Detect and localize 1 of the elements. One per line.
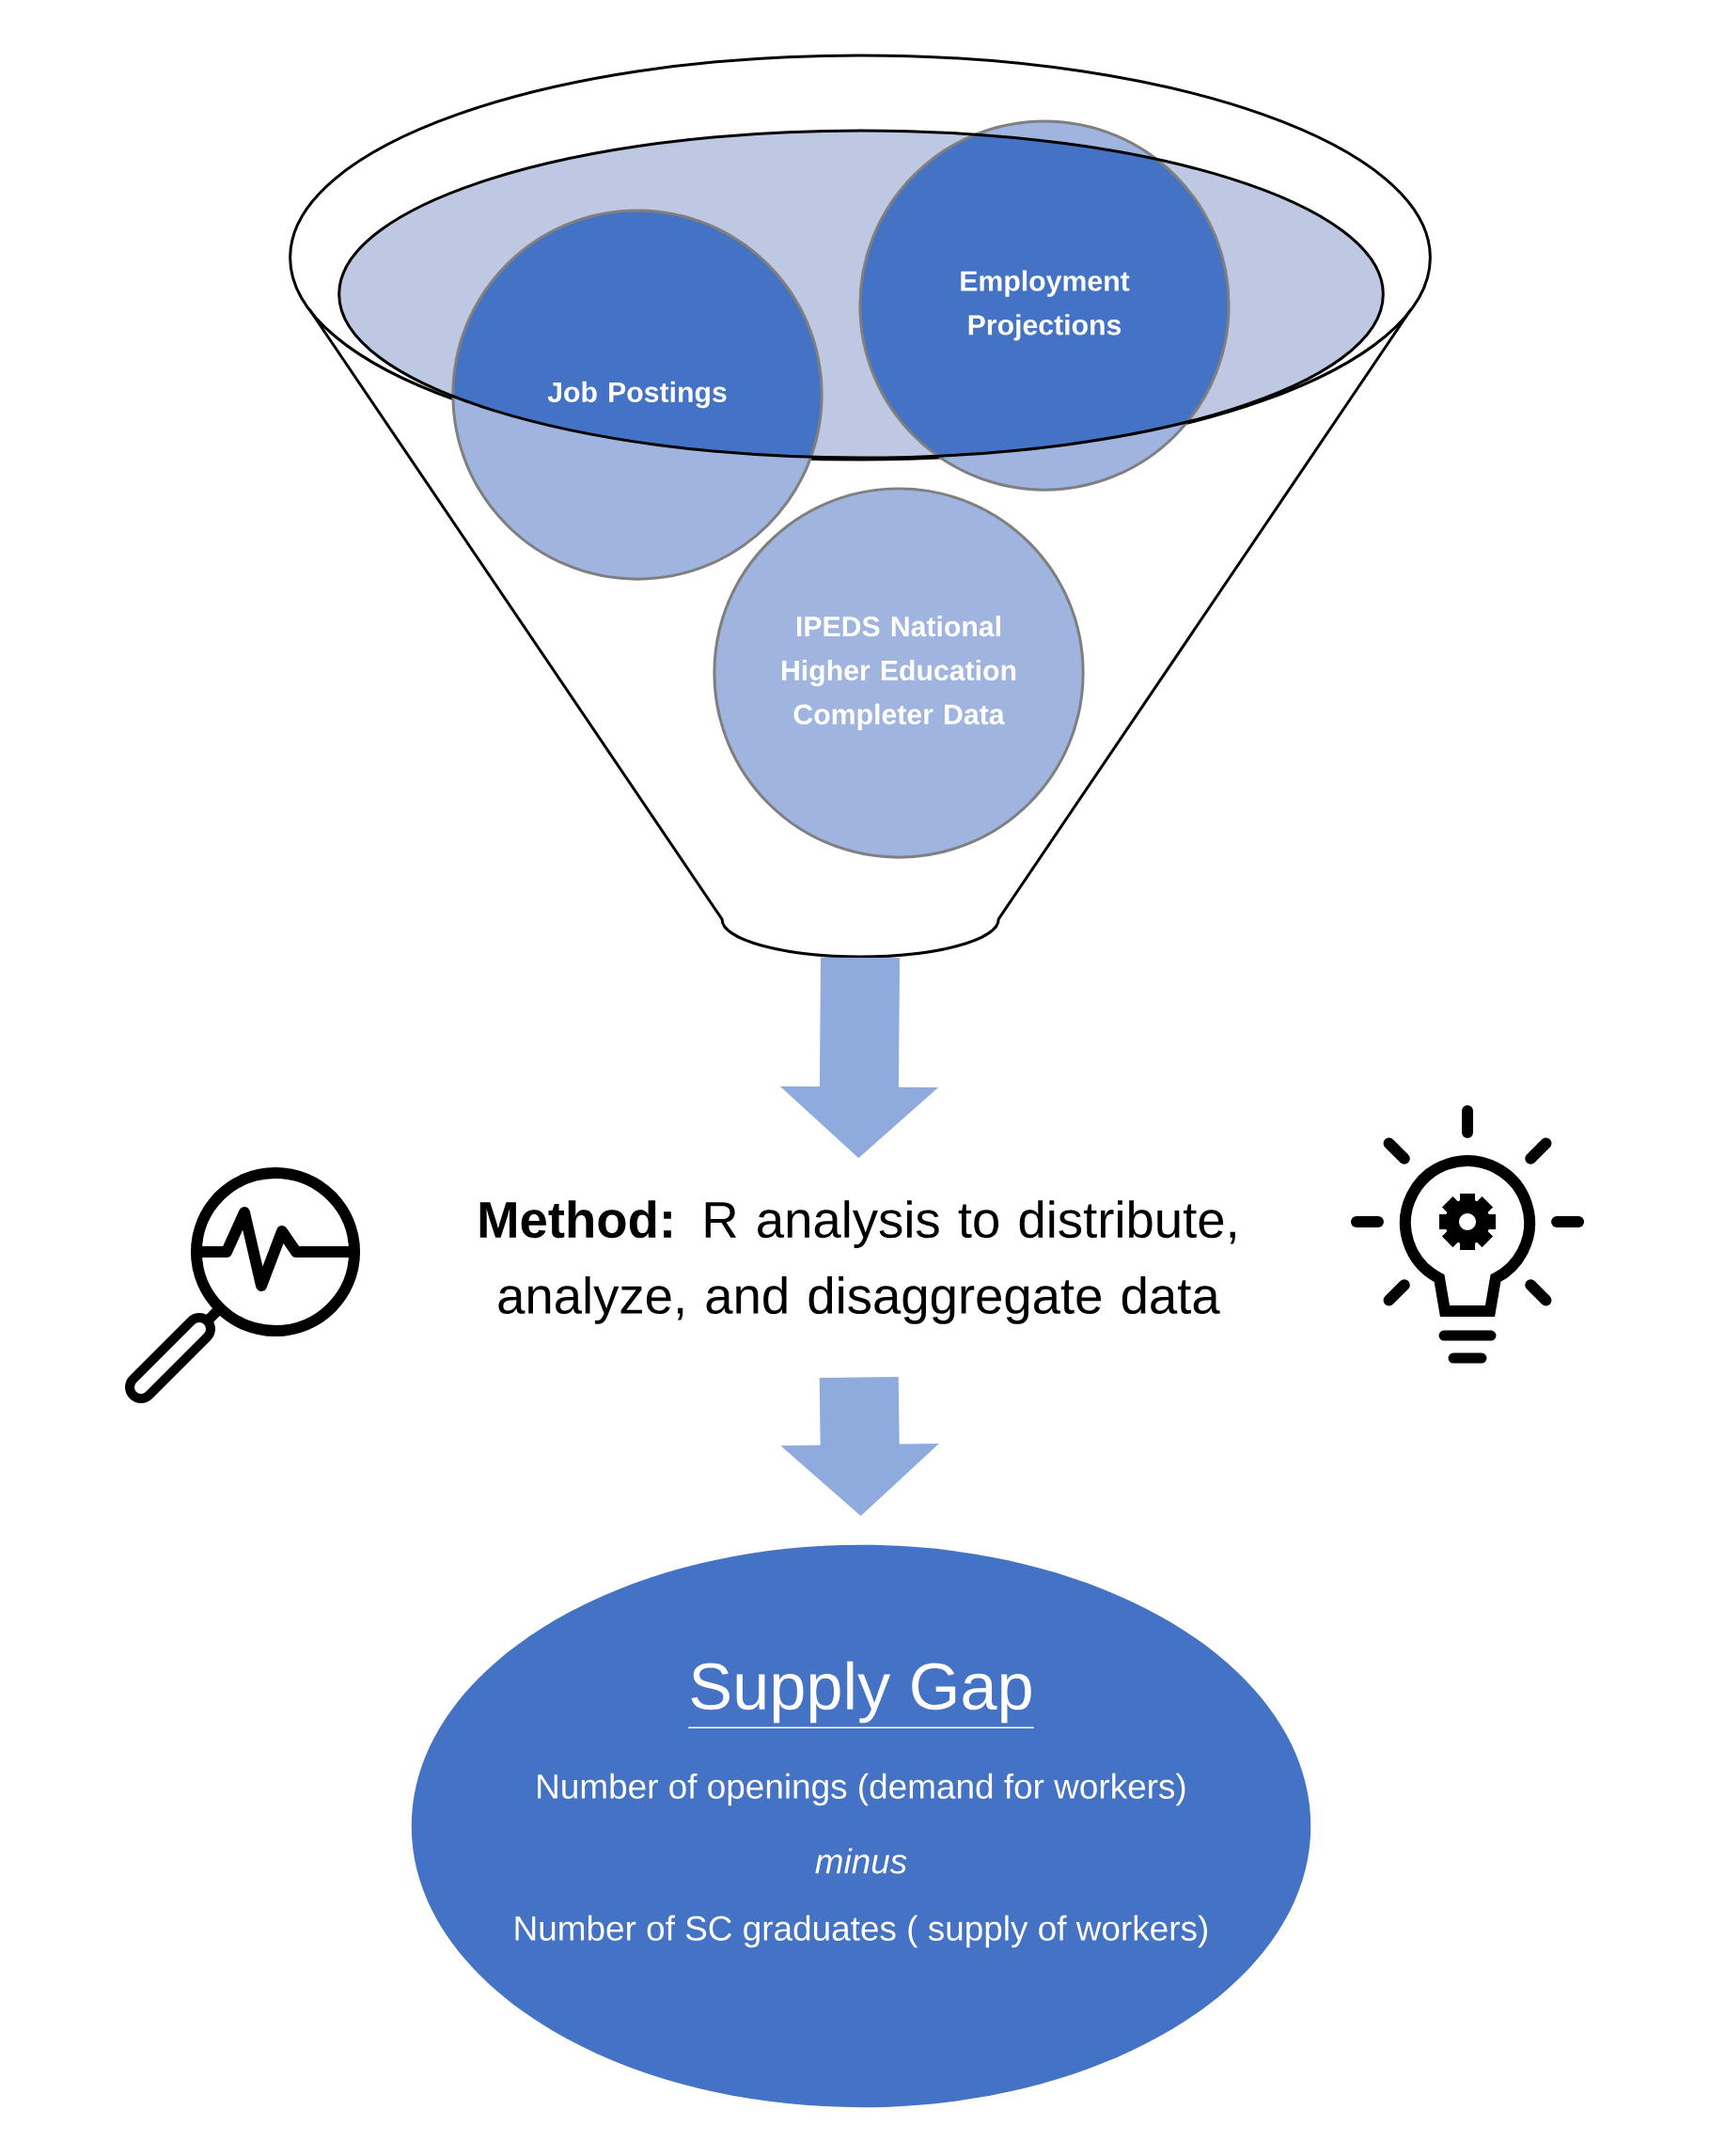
method-text: Method: R analysis to distribute, analyze, and disaggregate data bbox=[479, 1200, 1235, 1324]
